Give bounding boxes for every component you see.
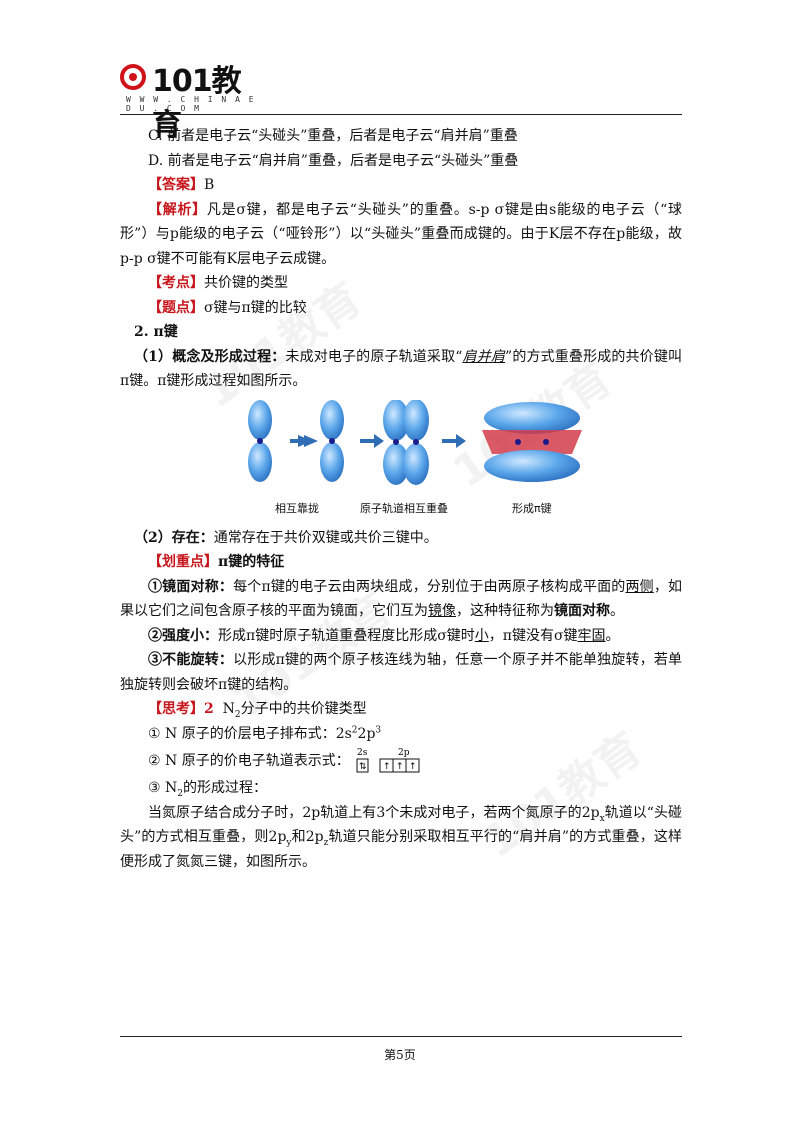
footer-divider xyxy=(120,1036,682,1037)
key-point-heading: 【划重点】π键的特征 xyxy=(148,554,285,570)
feature-strength: ②强度小：形成π键时原子轨道重叠程度比形成σ键时小，π键没有σ键牢固。 xyxy=(148,627,620,644)
caption-pi-bond: 形成π键 xyxy=(512,501,552,515)
arrow-2-icon xyxy=(442,433,466,448)
svg-text:2p: 2p xyxy=(398,748,410,758)
option-d: D. 前者是电子云“肩并肩”重叠，后者是电子云“头碰头”重叠 xyxy=(148,152,519,169)
page-content: C. 前者是电子云“头碰头”重叠，后者是电子云“肩并肩”重叠 D. 前者是电子云… xyxy=(120,124,682,874)
svg-text:↑: ↑ xyxy=(409,762,417,772)
pi-bond-diagram xyxy=(248,398,582,485)
page-number: 第5页 xyxy=(384,1048,416,1062)
feature-rotation: ③不能旋转：以形成π键的两个原子核连线为轴，任意一个原子并不能单独旋转，若单独旋… xyxy=(120,652,683,693)
overlapping-orbitals xyxy=(383,398,429,485)
header-divider xyxy=(120,114,682,115)
question-1: ① N 原子的价层电子排布式：2s22p3 xyxy=(148,724,382,742)
orbital-diagram-icon: 2s 2p ⇅ ↑ ↑ ↑ xyxy=(356,748,420,773)
svg-text:↑: ↑ xyxy=(396,762,404,772)
section-heading: 2. π键 xyxy=(134,324,178,340)
analysis: 【解析】凡是σ键，都是电子云“头碰头”的重叠。s-p σ键是由s能级的电子云（“… xyxy=(120,201,683,267)
concept-paragraph: （1）概念及形成过程：未成对电子的原子轨道采取“肩并肩”的方式重叠形成的共价键叫… xyxy=(120,348,682,390)
feature-mirror: ①镜面对称：每个π键的电子云由两块组成，分别位于由两原子核构成平面的两侧，如果以… xyxy=(120,578,683,620)
kaodian: 【考点】共价键的类型 xyxy=(148,275,288,291)
formation-paragraph: 当氮原子结合成分子时，2p轨道上有3个未成对电子，若两个氮原子的2px轨道以“头… xyxy=(120,804,682,870)
think-heading: 【思考】2 N2分子中的共价键类型 xyxy=(148,701,367,720)
question-2: ② N 原子的价电子轨道表示式： 2s 2p ⇅ ↑ ↑ ↑ xyxy=(120,746,682,776)
approach-arrows xyxy=(290,434,318,447)
question-3: ③ N2的形成过程： xyxy=(148,780,267,799)
caption-approach: 相互靠拢 xyxy=(275,501,319,515)
option-c: C. 前者是电子云“头碰头”重叠，后者是电子云“肩并肩”重叠 xyxy=(148,128,518,144)
svg-text:⇅: ⇅ xyxy=(359,762,367,772)
p-orbital-right xyxy=(320,399,344,482)
tidian: 【题点】σ键与π键的比较 xyxy=(148,299,307,316)
svg-text:↑: ↑ xyxy=(383,762,391,772)
p-orbital-left xyxy=(248,399,272,482)
caption-overlap: 原子轨道相互重叠 xyxy=(360,501,448,515)
arrow-1-icon xyxy=(360,433,384,448)
pi-bond-figure: 相互靠拢 原子轨道相互重叠 形成π键 xyxy=(120,398,682,520)
answer: 【答案】B xyxy=(148,177,215,193)
logo-url: W W W . C H I N A E D U . C O M xyxy=(126,95,256,113)
logo: 101教育 W W W . C H I N A E D U . C O M xyxy=(120,62,260,143)
logo-ring-icon xyxy=(120,64,146,90)
svg-text:2s: 2s xyxy=(357,748,368,758)
existence-paragraph: （2）存在：通常存在于共价双键或共价三键中。 xyxy=(134,529,438,546)
logo-text: 101教育 xyxy=(152,64,242,143)
pi-bond-formed xyxy=(482,401,582,482)
